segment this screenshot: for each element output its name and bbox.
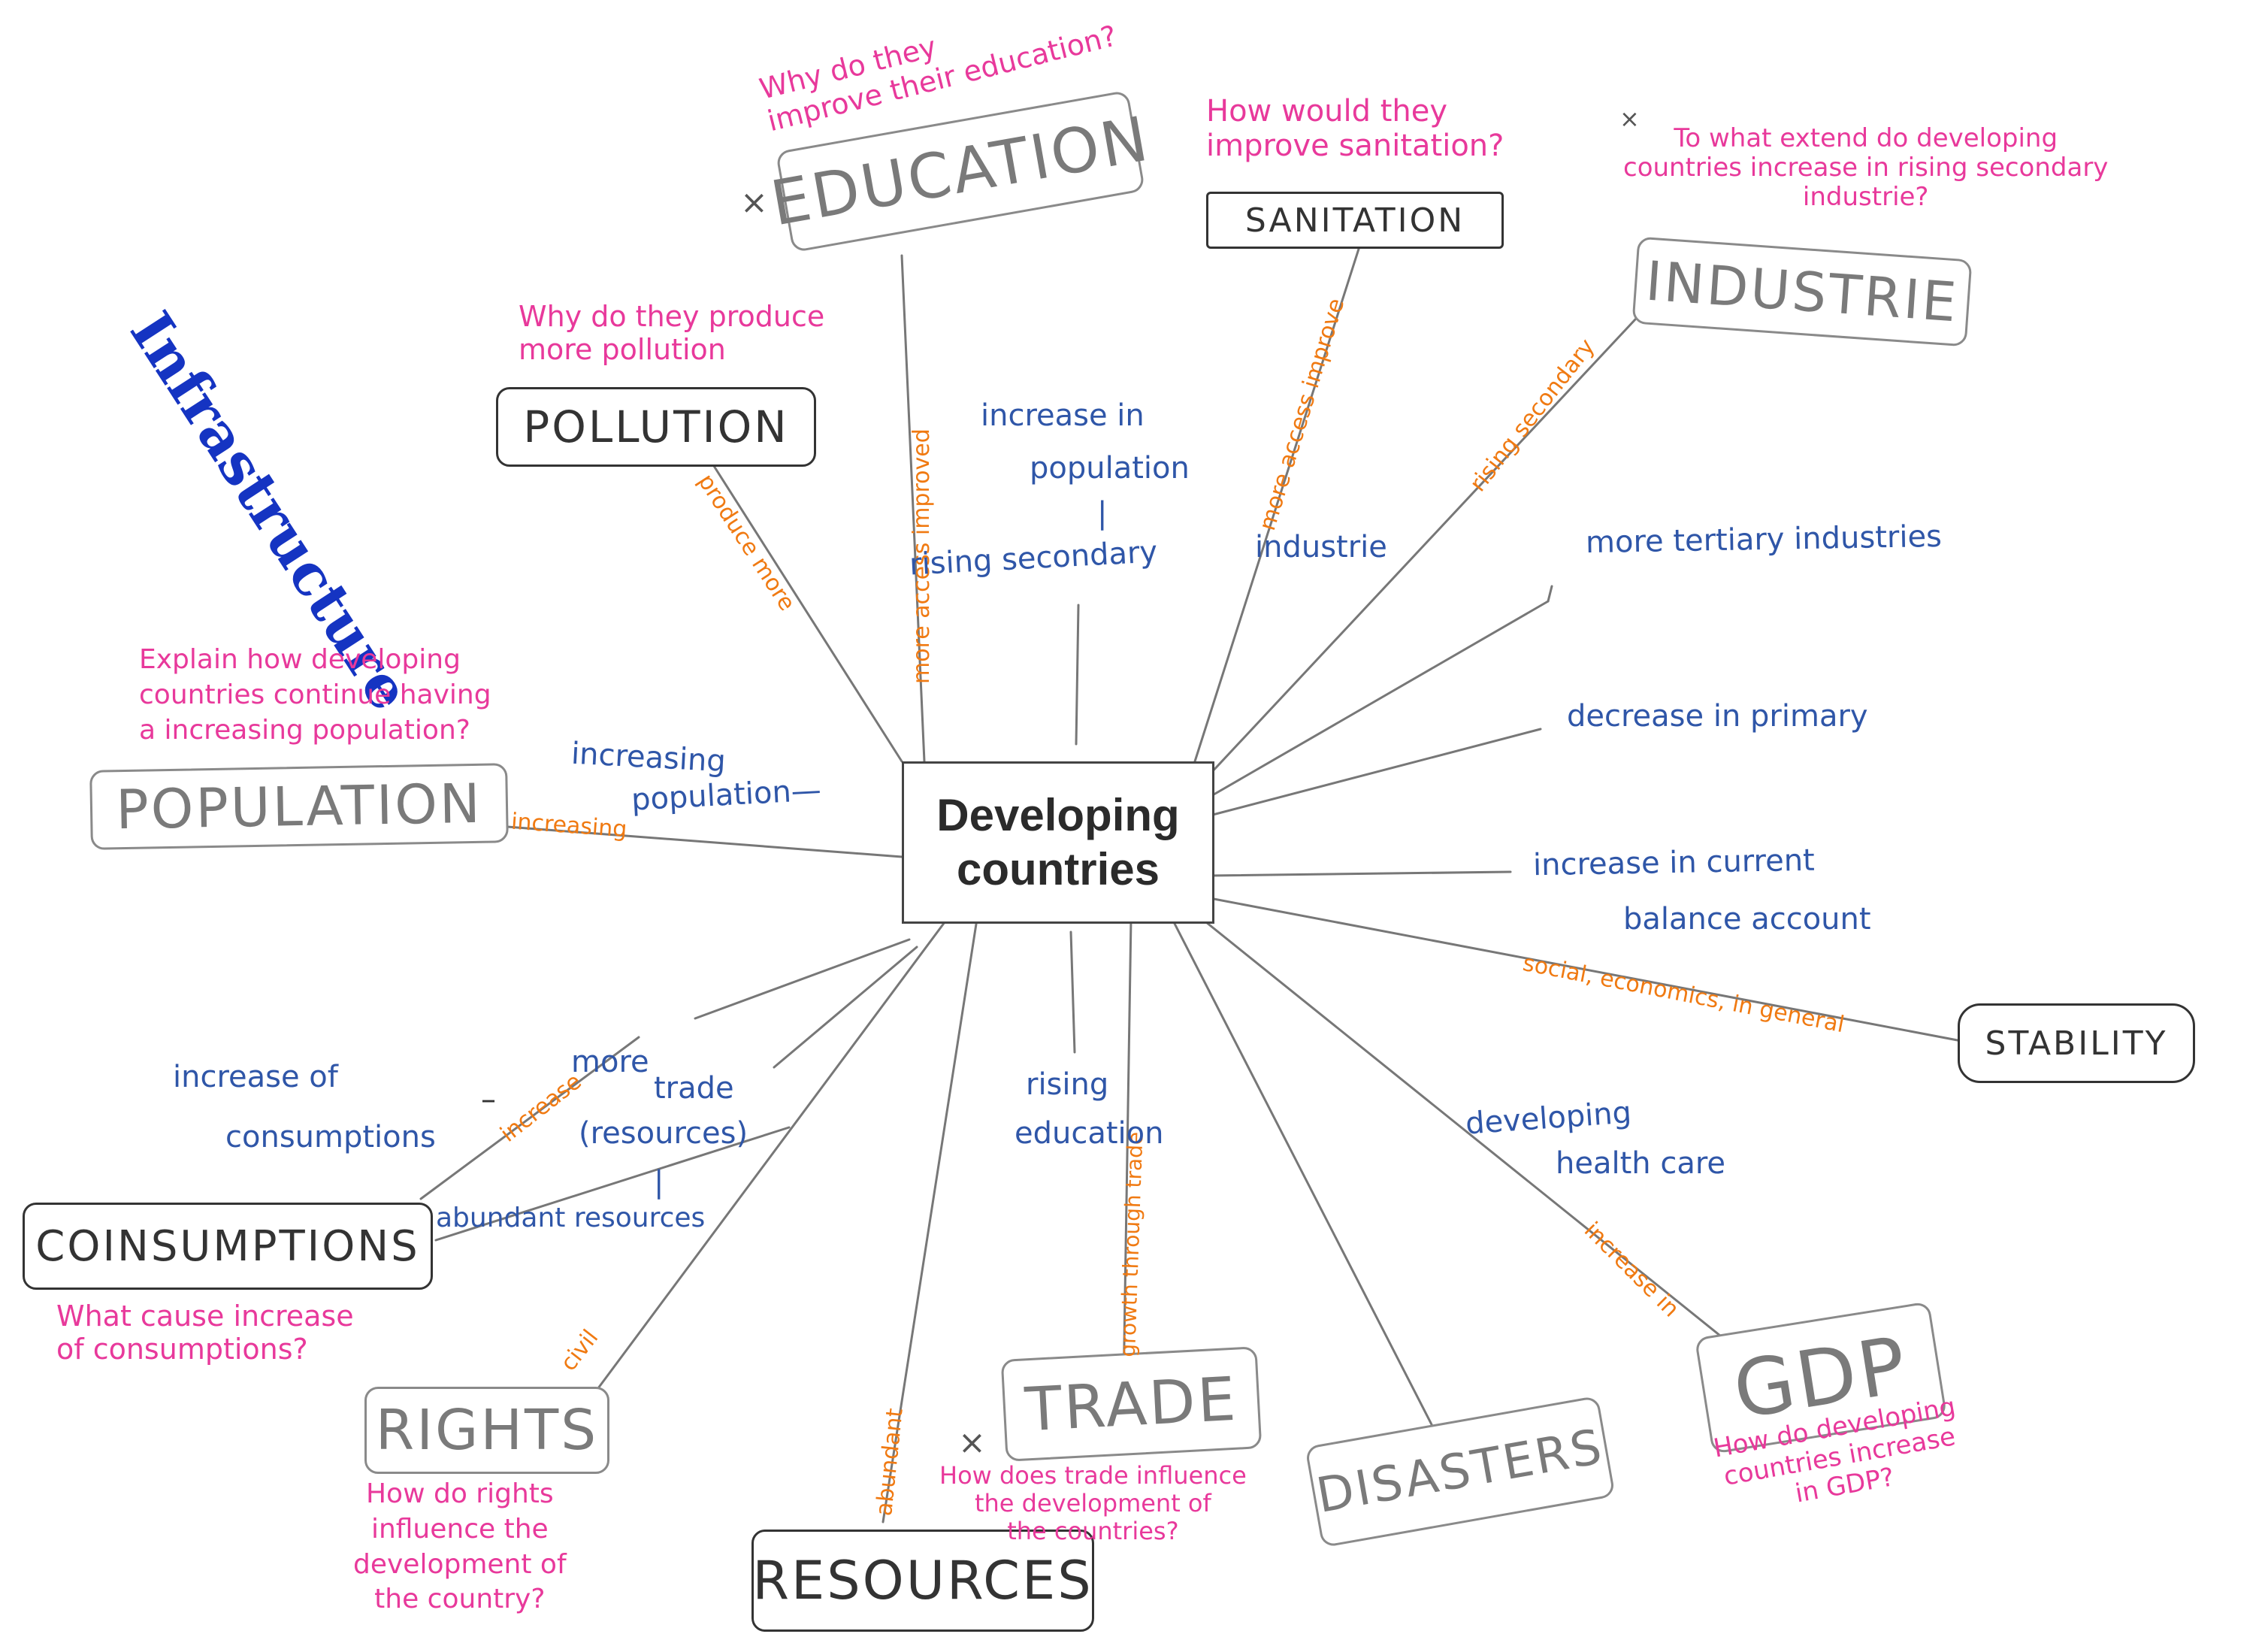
- line-consumptions: [773, 946, 918, 1069]
- answer-consumptions: consumptions: [225, 1120, 436, 1154]
- node-pollution: POLLUTION: [496, 387, 816, 467]
- line-current: [1208, 870, 1512, 877]
- answer-more: more: [571, 1045, 649, 1079]
- x-mark-industrie: ×: [1619, 104, 1640, 133]
- center-node: Developing countries: [902, 761, 1214, 924]
- line-rights: [592, 918, 948, 1396]
- answer-dash: –: [481, 1082, 496, 1117]
- line-decrease: [1208, 728, 1542, 817]
- answer-tertiary: more tertiary industries: [1585, 519, 1943, 561]
- answer-abundant-resources: abundant resources: [436, 1203, 706, 1233]
- answer-industrie: industrie: [1255, 530, 1387, 564]
- line-trade: [1122, 918, 1132, 1392]
- line-industrie: [1208, 307, 1647, 776]
- answer-education: education: [1015, 1116, 1164, 1151]
- question-population: Explain how developing countries continu…: [139, 644, 491, 746]
- answer-trade: trade: [654, 1071, 734, 1106]
- answer-resources-paren: (resources): [579, 1116, 748, 1151]
- x-mark-trade: ×: [958, 1424, 986, 1462]
- node-trade: TRADE: [1000, 1346, 1263, 1462]
- answer-current-2: balance account: [1623, 902, 1871, 937]
- node-resources: RESOURCES: [751, 1530, 1094, 1632]
- answer-health-care: health care: [1556, 1146, 1726, 1181]
- question-industrie: To what extend do developing countries i…: [1623, 123, 2109, 213]
- answer-current-1: increase in current: [1532, 843, 1816, 883]
- question-trade: How does trade influence the development…: [939, 1461, 1247, 1545]
- question-sanitation: How would they improve sanitation?: [1206, 94, 1504, 163]
- line-consumptions-2: [419, 1036, 640, 1200]
- line-education: [900, 254, 926, 763]
- answer-divider-2: |: [654, 1165, 664, 1200]
- line-tertiary: [1208, 600, 1550, 798]
- question-pollution: Why do they produce more pollution: [519, 300, 825, 366]
- node-population: POPULATION: [89, 763, 509, 850]
- line-tertiary-tick: [1547, 585, 1553, 603]
- center-title: Developing countries: [936, 790, 1180, 894]
- answer-rising: rising: [1026, 1067, 1109, 1102]
- line-abundant: [434, 1126, 791, 1242]
- line-increase-pop: [1075, 604, 1080, 746]
- answer-increase-of: increase of: [173, 1060, 338, 1094]
- line-stability: [1208, 897, 1963, 1042]
- line-gdp: [1201, 918, 1752, 1362]
- node-rights: RIGHTS: [364, 1387, 609, 1474]
- line-population: [506, 825, 903, 858]
- answer-population: population: [1030, 451, 1190, 486]
- line-rising-education: [1069, 930, 1076, 1054]
- line-sanitation: [1193, 243, 1362, 763]
- answer-decrease-primary: decrease in primary: [1567, 699, 1868, 734]
- answer-increase-in: increase in: [981, 398, 1145, 433]
- line-more-trade: [694, 938, 911, 1020]
- line-pollution: [712, 464, 903, 763]
- question-consumptions: What cause increase of consumptions?: [56, 1300, 354, 1366]
- node-consumptions: COINSUMPTIONS: [23, 1203, 433, 1290]
- line-resources: [881, 918, 978, 1524]
- node-stability: STABILITY: [1958, 1003, 2195, 1083]
- answer-divider-1: |: [1097, 496, 1108, 531]
- line-disasters: [1171, 918, 1437, 1433]
- node-sanitation: SANITATION: [1206, 192, 1504, 249]
- x-mark-education: ×: [740, 183, 768, 222]
- question-rights: How do rights influence the development …: [353, 1478, 567, 1615]
